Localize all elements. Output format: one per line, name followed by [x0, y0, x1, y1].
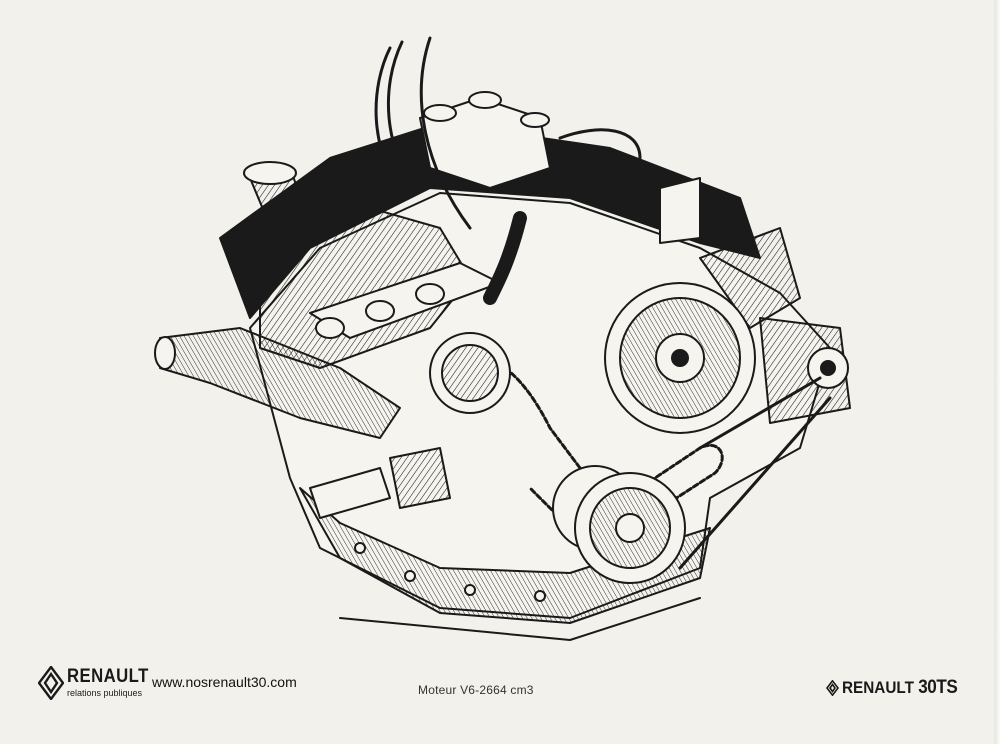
website-text: www.nosrenault30.com [152, 674, 297, 690]
renault-diamond-icon [38, 666, 64, 700]
renault-logo: RENAULT relations publiques [38, 666, 148, 706]
badge-brand-text: RENAULT [842, 678, 914, 697]
renault-brand-text: RENAULT [67, 666, 149, 687]
relations-publiques-text: relations publiques [67, 688, 143, 698]
page-edge [994, 0, 1000, 744]
renault-30ts-badge: RENAULT 30TS [826, 677, 966, 701]
engine-caption: Moteur V6-2664 cm3 [418, 683, 534, 697]
engine-cutaway-illustration [154, 36, 851, 641]
renault-diamond-small-icon [826, 680, 839, 696]
badge-model-text: 30TS [918, 677, 958, 698]
